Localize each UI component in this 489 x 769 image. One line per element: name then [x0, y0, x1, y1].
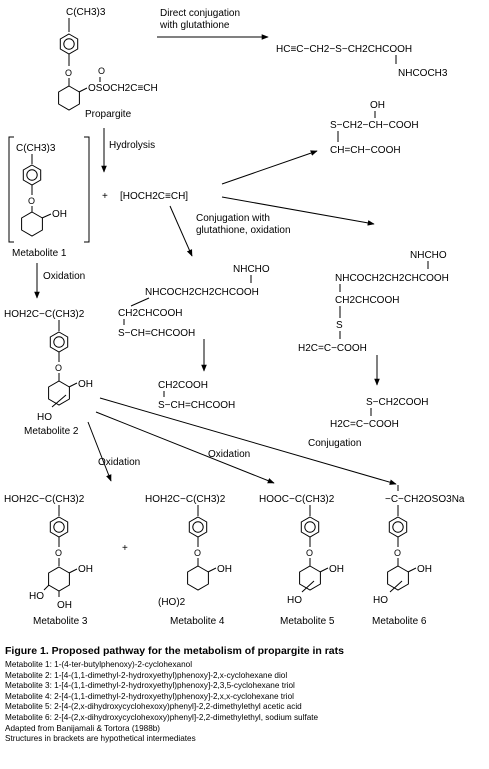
arrow-conj-oxidation	[169, 205, 193, 257]
top-right-acid: CH=CH−COOH	[330, 145, 401, 156]
m3-oh2: OH	[57, 600, 72, 611]
ether-o: O	[65, 68, 72, 78]
m4-oh: OH	[217, 564, 232, 575]
metabolite-4-name: Metabolite 4	[170, 616, 225, 627]
m2-top: HOH2C−C(CH3)2	[4, 309, 85, 320]
plus-sign-1: +	[102, 191, 108, 202]
sulfinyl-o: O	[98, 66, 105, 76]
propargite-ester: OSOCH2C≡CH	[88, 83, 158, 94]
arrow-label-direct-conjugation-1: Direct conjugation	[160, 8, 240, 19]
right-lower-h2c: H2C=C−COOH	[330, 419, 399, 430]
m1-ether-o: O	[28, 196, 35, 206]
propargite-name: Propargite	[85, 109, 132, 120]
arrow-label-conj-ox-1: Conjugation with	[196, 213, 270, 224]
m5-top: HOOC−C(CH3)2	[259, 494, 335, 505]
m5-ether-o: O	[306, 548, 313, 558]
arrow-to-top-right	[221, 150, 318, 185]
metabolite-6-name: Metabolite 6	[372, 616, 427, 627]
m3-ho: HO	[29, 591, 44, 602]
metabolite-2-name: Metabolite 2	[24, 426, 79, 437]
metabolite-5-structure: HOOC−C(CH3)2 O OH HO	[259, 494, 344, 606]
m4-top: HOH2C−C(CH3)2	[145, 494, 226, 505]
mid-s: S−CH=CHCOOH	[118, 328, 195, 339]
arrow-to-right	[221, 196, 375, 226]
mid-chain: NHCOCH2CH2CHCOOH	[145, 287, 259, 298]
propargite-structure: C(CH3)3 O OSOCH2C≡CH O Propargite	[58, 7, 158, 120]
glutathione-conjugate-sub: NHCOCH3	[398, 68, 448, 79]
m5-oh: OH	[329, 564, 344, 575]
m6-top: −C−CH2OSO3Na	[385, 494, 465, 505]
caption-line: Metabolite 6: 2-[4-(2,x-dihydroxycyclohe…	[5, 712, 319, 722]
caption-line: Structures in brackets are hypothetical …	[5, 734, 196, 744]
mid-ch2: CH2CHCOOH	[118, 308, 182, 319]
caption-line: Metabolite 1: 1-(4-ter-butylphenoxy)-2-c…	[5, 660, 193, 669]
m6-ether-o: O	[394, 548, 401, 558]
arrow-label-oxidation-2: Oxidation	[98, 457, 140, 468]
caption-line: Metabolite 4: 2-[4-(1,1-dimethyl-2-hydro…	[5, 691, 294, 701]
m2-ho: HO	[37, 412, 52, 423]
right-s: S	[336, 320, 343, 331]
metabolite-5-name: Metabolite 5	[280, 616, 335, 627]
m2-oh: OH	[78, 379, 93, 390]
metabolite-4-structure: HOH2C−C(CH3)2 O OH (HO)2	[145, 494, 232, 608]
caption-line: Metabolite 3: 1-[4-(1,1-dimethyl-2-hydro…	[5, 681, 295, 691]
right-lower-s: S−CH2COOH	[366, 397, 429, 408]
metabolite-3-structure: HOH2C−C(CH3)2 O OH HO OH	[4, 494, 93, 611]
right-nhcho: NHCHO	[410, 250, 447, 261]
mid-nhcho: NHCHO	[233, 264, 270, 275]
mid-lower-s: S−CH=CHCOOH	[158, 400, 235, 411]
m3-oh: OH	[78, 564, 93, 575]
m3-top: HOH2C−C(CH3)2	[4, 494, 85, 505]
metabolite-6-structure: −C−CH2OSO3Na O OH HO	[373, 485, 465, 606]
top-right-oh: OH	[370, 100, 385, 111]
metabolite-2-structure: HOH2C−C(CH3)2 O OH HO	[4, 309, 93, 423]
tbu-label: C(CH3)3	[66, 7, 106, 18]
arrow-label-hydrolysis: Hydrolysis	[109, 140, 155, 151]
metabolite-3-name: Metabolite 3	[33, 616, 88, 627]
m2-ether-o: O	[55, 363, 62, 373]
caption-line: Metabolite 5: 2-[4-(2,x-dihydroxycyclohe…	[5, 702, 302, 712]
arrow-label-direct-conjugation-2: with glutathione	[159, 20, 230, 31]
caption-title: Figure 1. Proposed pathway for the metab…	[5, 645, 344, 657]
metabolic-pathway-scheme: C(CH3)3 O OSOCH2C≡CH O Propargite Direct…	[4, 7, 465, 627]
arrow-label-oxidation-1: Oxidation	[43, 271, 85, 282]
plus-sign-2: +	[122, 543, 128, 554]
m4-ho2: (HO)2	[158, 597, 186, 608]
m1-tbu: C(CH3)3	[16, 143, 56, 154]
arrow-label-conj-ox-2: glutathione, oxidation	[196, 225, 291, 236]
arrow-oxidation-2	[87, 421, 112, 482]
caption-line: Adapted from Banijamali & Tortora (1988b…	[5, 723, 161, 733]
right-chain: NHCOCH2CH2CHCOOH	[335, 273, 449, 284]
arrow-conjugation	[99, 397, 397, 485]
metabolite-1-structure: C(CH3)3 O OH	[8, 136, 90, 243]
arrow-label-oxidation-3: Oxidation	[208, 449, 250, 460]
m1-oh: OH	[52, 209, 67, 220]
glutathione-conjugate: HC≡C−CH2−S−CH2CHCOOH	[276, 44, 412, 55]
m3-ether-o: O	[55, 548, 62, 558]
caption-line: Metabolite 2: 1-[4-(1,1-dimethyl-2-hydro…	[5, 670, 288, 680]
m6-ho: HO	[373, 595, 388, 606]
m6-oh: OH	[417, 564, 432, 575]
right-h2c: H2C=C−COOH	[298, 343, 367, 354]
propargyl-alcohol-bracket: [HOCH2C≡CH]	[120, 191, 188, 202]
m4-ether-o: O	[194, 548, 201, 558]
propargyl-alcohol: HOCH2C≡CH	[123, 191, 186, 202]
arrow-label-conjugation: Conjugation	[308, 438, 361, 449]
figure-caption: Figure 1. Proposed pathway for the metab…	[5, 645, 485, 745]
right-ch2: CH2CHCOOH	[335, 295, 399, 306]
metabolite-1-name: Metabolite 1	[12, 248, 67, 259]
top-right-chain: S−CH2−CH−COOH	[330, 120, 419, 131]
mid-lower-ch2: CH2COOH	[158, 380, 208, 391]
m5-ho: HO	[287, 595, 302, 606]
arrow-to-m4	[95, 411, 275, 484]
